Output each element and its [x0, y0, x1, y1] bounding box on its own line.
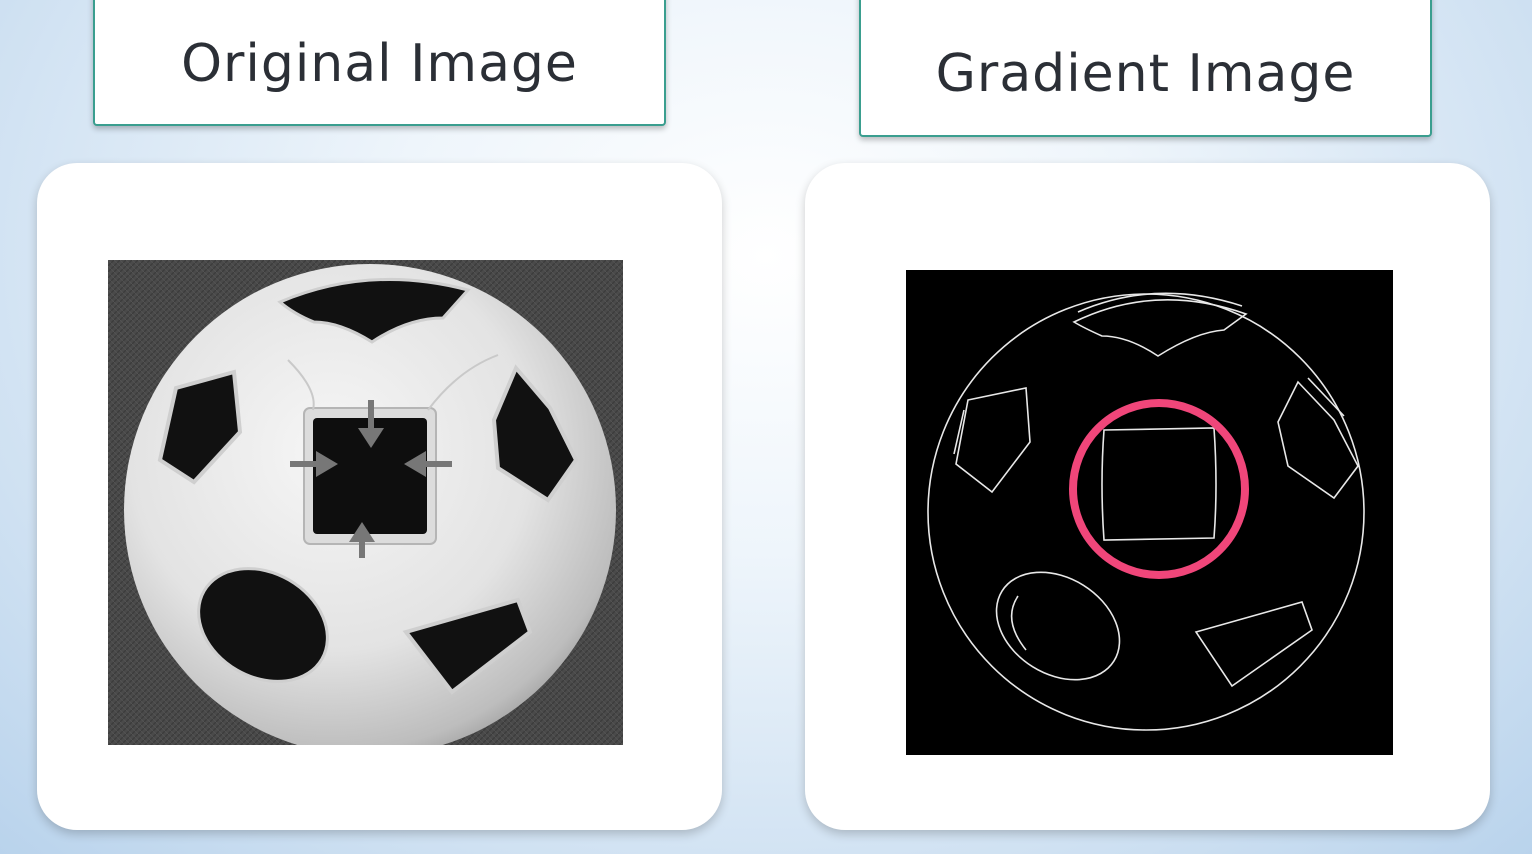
right-hole-edge — [1277, 380, 1359, 500]
bottom-right-hole — [402, 597, 533, 695]
top-hole — [277, 277, 471, 344]
original-image-title: Original Image — [181, 34, 578, 94]
inward-arrows — [290, 400, 452, 558]
gradient-image — [906, 270, 1393, 755]
bottom-left-hole — [197, 567, 329, 683]
left-hole — [157, 369, 243, 485]
black-background — [906, 270, 1393, 755]
bottom-left-hole-edge — [995, 571, 1121, 681]
top-hole-edge — [1072, 298, 1248, 357]
highlight-ring — [1069, 399, 1249, 579]
original-image-title-box: Original Image — [93, 0, 666, 126]
gradient-image-title: Gradient Image — [935, 43, 1356, 104]
left-hole-edge — [955, 387, 1031, 494]
bottom-right-hole-edge — [1194, 601, 1313, 688]
right-hole — [491, 364, 579, 503]
center-square-edge — [1101, 427, 1217, 541]
center-square-hole — [313, 418, 427, 534]
edge-lines — [927, 292, 1365, 731]
gradient-image-title-box: Gradient Image — [859, 0, 1432, 137]
original-image — [108, 260, 623, 745]
